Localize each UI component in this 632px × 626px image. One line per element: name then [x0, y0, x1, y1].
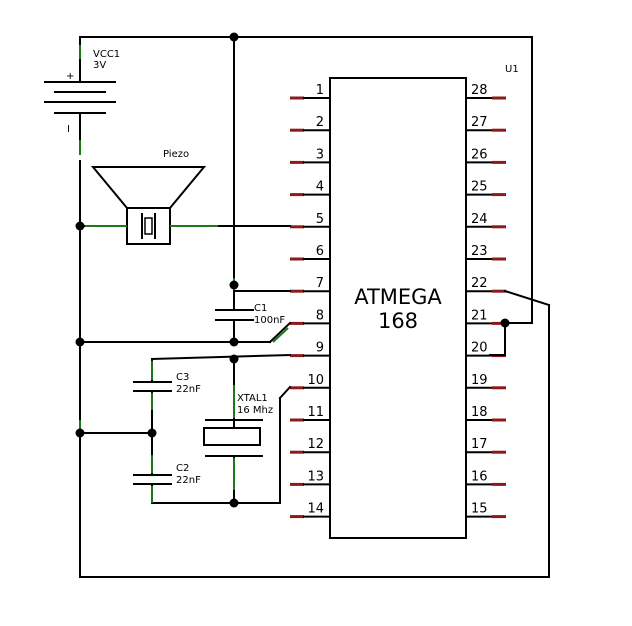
- ic-pin-number: 8: [316, 308, 324, 323]
- capacitor-c3: C3 22nF: [133, 361, 201, 410]
- junctions: [75, 32, 510, 508]
- battery-plus: +: [66, 71, 74, 82]
- ic-pin-number: 17: [471, 437, 488, 452]
- ic-label-line2: 168: [378, 309, 418, 333]
- c1-value: 100nF: [254, 315, 285, 326]
- c1-name: C1: [254, 303, 267, 314]
- c3-name: C3: [176, 372, 189, 383]
- ic-pin-number: 24: [471, 212, 488, 227]
- crystal-body: [203, 427, 261, 446]
- xtal-name: XTAL1: [237, 393, 268, 404]
- c3-value: 22nF: [176, 384, 201, 395]
- junction-dot: [75, 428, 85, 438]
- ic-pin-number: 9: [316, 341, 324, 356]
- piezo-speaker: Piezo: [85, 149, 218, 245]
- c2-name: C2: [176, 463, 189, 474]
- junction-dot: [500, 318, 510, 328]
- ic-pin-number: 5: [316, 212, 324, 227]
- ic-pin-number: 20: [471, 341, 488, 356]
- piezo-name: Piezo: [163, 149, 189, 160]
- crystal-xtal1: XTAL1 16 Mhz: [203, 385, 273, 490]
- ic-pin-number: 15: [471, 502, 488, 517]
- ic-pin-number: 21: [471, 308, 488, 323]
- junction-dot: [147, 428, 157, 438]
- battery-value: 3V: [93, 60, 106, 71]
- c2-value: 22nF: [176, 475, 201, 486]
- ic-pin-number: 16: [471, 469, 488, 484]
- ic-pin-number: 1: [316, 83, 324, 98]
- ic-label-line1: ATMEGA: [354, 285, 442, 309]
- junction-dot: [229, 337, 239, 347]
- ic-pin-number: 26: [471, 147, 488, 162]
- junction-dot: [229, 280, 239, 290]
- ic-pin-number: 7: [316, 276, 324, 291]
- ic-pin-number: 13: [307, 469, 324, 484]
- ic-pin-number: 2: [316, 115, 324, 130]
- ic-pin-number: 23: [471, 244, 488, 259]
- ic-pin-number: 12: [307, 437, 324, 452]
- ic-pin-number: 28: [471, 83, 488, 98]
- wire-pin9: [150, 353, 292, 361]
- piezo-horn: [90, 166, 207, 209]
- ic-pin-number: 19: [471, 373, 488, 388]
- capacitor-c2: C2 22nF: [133, 455, 201, 503]
- wire-pin8: [268, 321, 292, 344]
- capacitor-c1: C1 100nF: [215, 303, 285, 326]
- ic-pin-number: 27: [471, 115, 488, 130]
- wire-pin22-gnd: [503, 289, 551, 307]
- ic-pin-number: 25: [471, 180, 488, 195]
- ic-pin-number: 4: [316, 180, 324, 195]
- ic-pin-number: 6: [316, 244, 324, 259]
- junction-dot: [229, 32, 239, 42]
- junction-dot: [229, 498, 239, 508]
- ic-pin-number: 10: [307, 373, 324, 388]
- battery-name: VCC1: [93, 49, 120, 60]
- ic-pin-number: 18: [471, 405, 488, 420]
- ic-body: [329, 77, 467, 539]
- ic-pin-number: 3: [316, 147, 324, 162]
- battery-minus: I: [67, 124, 70, 135]
- battery-vcc1: + I VCC1 3V: [44, 45, 120, 160]
- ic-designator: U1: [505, 64, 519, 75]
- ic-pin-number: 11: [307, 405, 324, 420]
- junction-dot: [75, 337, 85, 347]
- wire-pin10-a: [278, 385, 292, 400]
- ic-right-pins: 28 27 26 25 24 23 22 21 20 19 18 17 16 15: [465, 83, 506, 519]
- junction-dot: [229, 354, 239, 364]
- ic-pin-number: 22: [471, 276, 488, 291]
- xtal-value: 16 Mhz: [237, 405, 273, 416]
- junction-dot: [75, 221, 85, 231]
- ic-pin-number: 14: [307, 502, 324, 517]
